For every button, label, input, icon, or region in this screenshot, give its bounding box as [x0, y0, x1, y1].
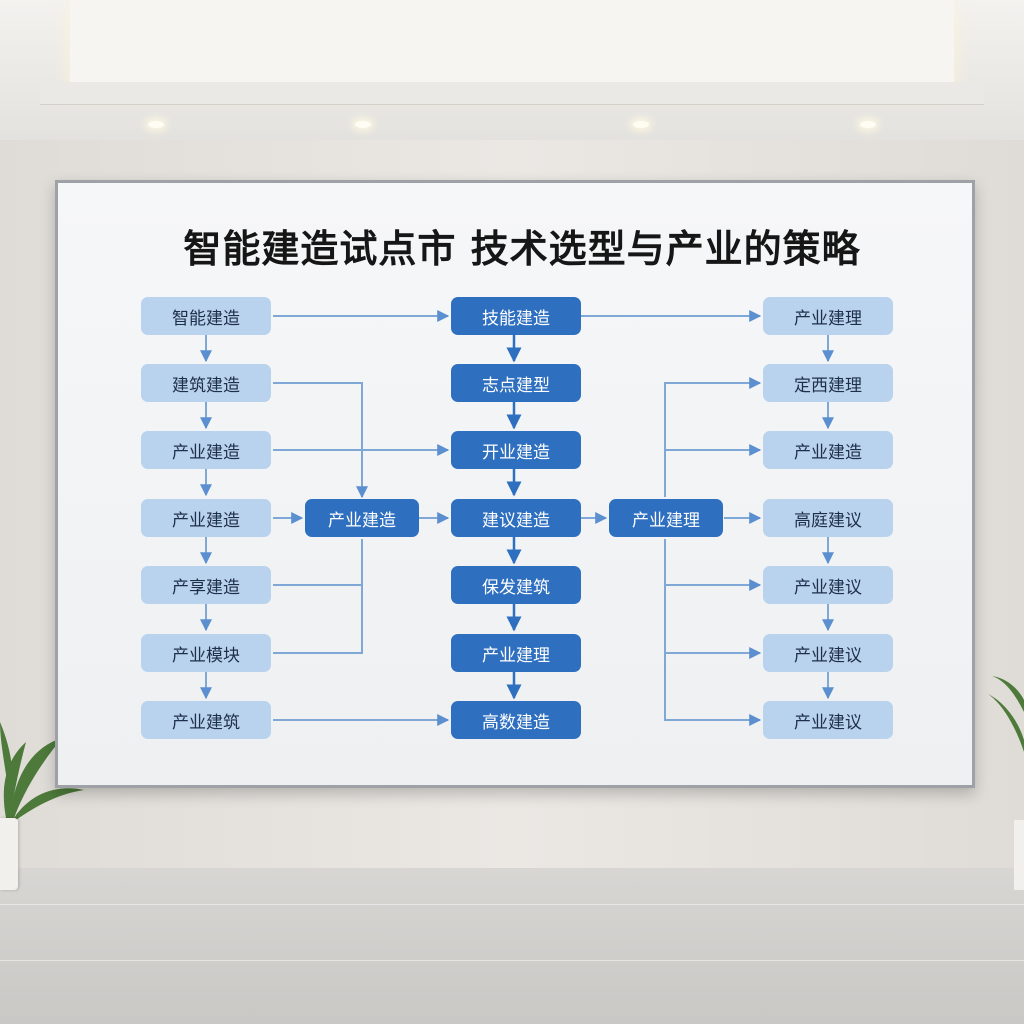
node-center-7[interactable]: 高数建造 [451, 701, 581, 739]
connector [273, 585, 363, 654]
node-left-6[interactable]: 产业模块 [141, 634, 271, 672]
connector [273, 382, 368, 499]
downlight [633, 121, 649, 128]
plant-pot [0, 818, 18, 890]
connector [273, 539, 363, 586]
node-left-3[interactable]: 产业建造 [141, 431, 271, 469]
node-right-2[interactable]: 定西建理 [763, 364, 893, 402]
node-right-7[interactable]: 产业建议 [763, 701, 893, 739]
node-left-4[interactable]: 产业建造 [141, 499, 271, 537]
node-hub-left[interactable]: 产业建造 [305, 499, 419, 537]
node-left-7[interactable]: 产业建筑 [141, 701, 271, 739]
node-right-3[interactable]: 产业建造 [763, 431, 893, 469]
node-left-1[interactable]: 智能建造 [141, 297, 271, 335]
node-left-5[interactable]: 产享建造 [141, 566, 271, 604]
node-center-5[interactable]: 保发建筑 [451, 566, 581, 604]
floor [0, 868, 1024, 1024]
plant-left-icon [0, 722, 84, 820]
node-center-6[interactable]: 产业建理 [451, 634, 581, 672]
plant-pot [1014, 820, 1024, 890]
diagram-title: 智能建造试点市 技术选型与产业的策略 [183, 227, 861, 271]
downlight [355, 121, 371, 128]
node-right-1[interactable]: 产业建理 [763, 297, 893, 335]
node-left-2[interactable]: 建筑建造 [141, 364, 271, 402]
node-center-3[interactable]: 开业建造 [451, 431, 581, 469]
node-right-4[interactable]: 高庭建议 [763, 499, 893, 537]
downlight [860, 121, 876, 128]
node-right-6[interactable]: 产业建议 [763, 634, 893, 672]
ceiling-panel [70, 0, 954, 84]
node-center-4[interactable]: 建议建造 [451, 499, 581, 537]
node-center-1[interactable]: 技能建造 [451, 297, 581, 335]
plant-right-icon [988, 676, 1024, 752]
node-hub-right[interactable]: 产业建理 [609, 499, 723, 537]
node-center-2[interactable]: 志点建型 [451, 364, 581, 402]
node-right-5[interactable]: 产业建议 [763, 566, 893, 604]
ceiling-step [40, 82, 984, 105]
downlight [148, 121, 164, 128]
connector [664, 377, 762, 497]
connector [664, 539, 762, 726]
